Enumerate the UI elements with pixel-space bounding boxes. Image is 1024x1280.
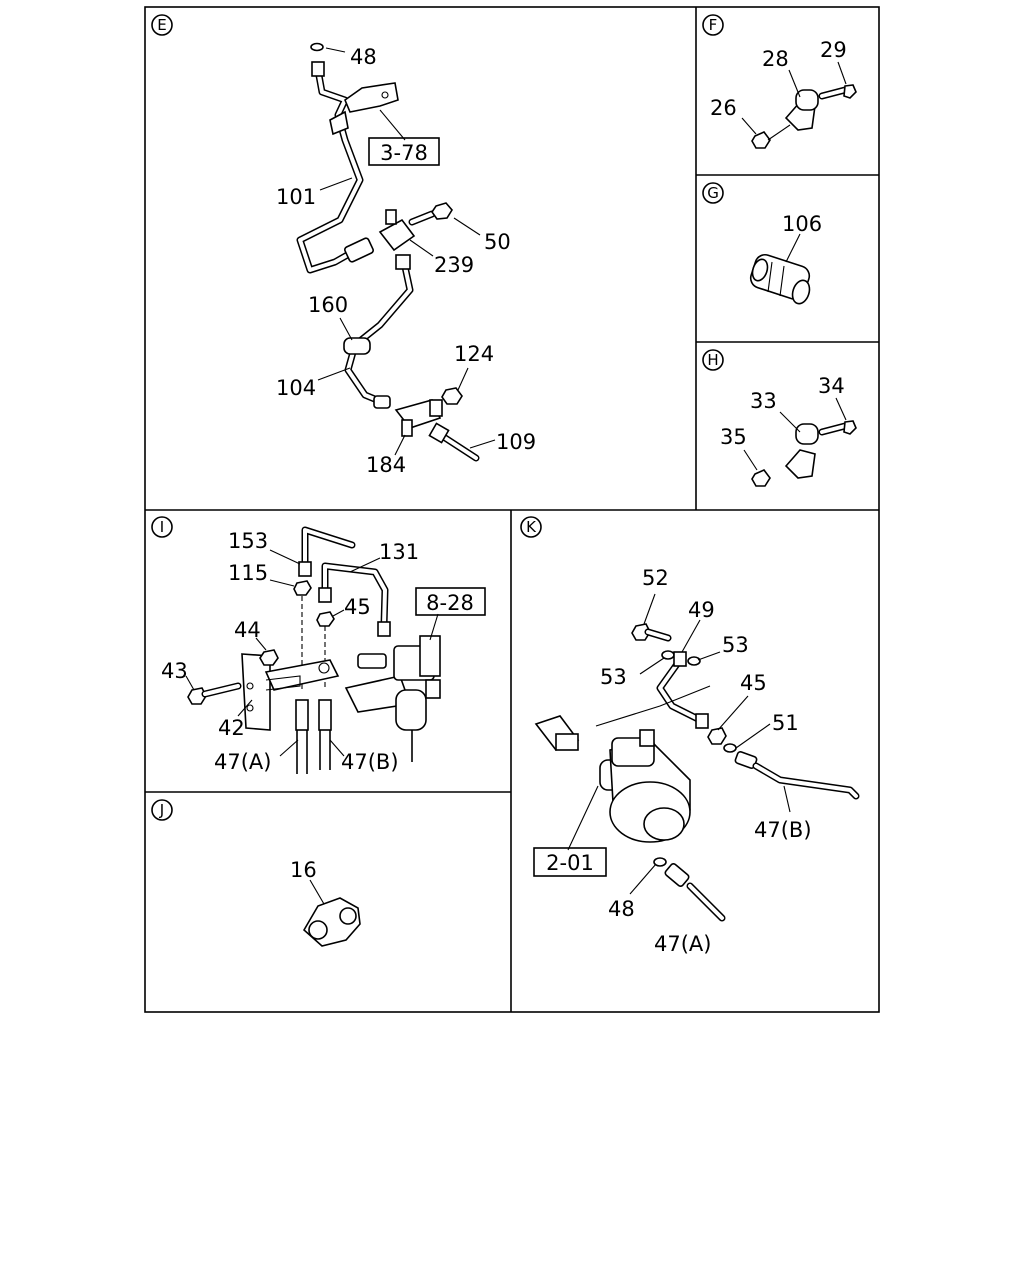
- callout-16: 16: [290, 858, 317, 882]
- callout-104: 104: [276, 376, 316, 400]
- callout-35: 35: [720, 425, 747, 449]
- section-marker-k: K: [520, 516, 542, 538]
- callout-115: 115: [228, 561, 268, 585]
- section-e-drawing: [296, 42, 496, 462]
- section-j-labels: 16: [290, 858, 317, 882]
- svg-text:J: J: [159, 801, 164, 819]
- section-marker-h: H: [702, 349, 724, 371]
- callout-101: 101: [276, 185, 316, 209]
- svg-text:E: E: [157, 16, 166, 34]
- section-k-drawing: [534, 593, 860, 922]
- svg-text:H: H: [707, 351, 718, 369]
- callout-44: 44: [234, 618, 261, 642]
- section-i-labels: 153 131 115 45 8-28 44 43 42 47(A) 47(B): [161, 529, 486, 774]
- callout-124: 124: [454, 342, 494, 366]
- section-h-labels: 33 34 35: [720, 374, 845, 449]
- callout-42: 42: [218, 716, 245, 740]
- section-e-labels: 48 3-78 101 50 239 160 104 124 184 109: [276, 45, 536, 477]
- diagram-frame: [144, 6, 880, 1013]
- callout-184: 184: [366, 453, 406, 477]
- callout-51: 51: [772, 711, 799, 735]
- callout-160: 160: [308, 293, 348, 317]
- callout-28: 28: [762, 47, 789, 71]
- callout-45-k: 45: [740, 671, 767, 695]
- section-k-labels: 52 49 53 53 45 51 47(B) 2-01 48 47(A): [533, 566, 812, 956]
- callout-106: 106: [782, 212, 822, 236]
- callout-43: 43: [161, 659, 188, 683]
- section-g-labels: 106: [782, 212, 822, 236]
- section-marker-f: F: [702, 14, 724, 36]
- section-marker-g: G: [702, 182, 724, 204]
- callout-153: 153: [228, 529, 268, 553]
- callout-45: 45: [344, 595, 371, 619]
- section-g-drawing: [749, 233, 811, 305]
- callout-239: 239: [434, 253, 474, 277]
- callout-8-28: 8-28: [426, 591, 474, 615]
- svg-text:F: F: [709, 16, 718, 34]
- svg-text:I: I: [160, 518, 164, 536]
- section-f-labels: 28 29 26: [710, 38, 847, 120]
- callout-48-k: 48: [608, 897, 635, 921]
- svg-text:K: K: [526, 518, 537, 536]
- callout-47b: 47(B): [341, 750, 399, 774]
- callout-53-left: 53: [600, 665, 627, 689]
- callout-52: 52: [642, 566, 669, 590]
- callout-2-01: 2-01: [546, 851, 594, 875]
- section-i-drawing: [185, 526, 441, 774]
- ref-box-3-78: [368, 137, 440, 166]
- callout-109: 109: [496, 430, 536, 454]
- section-marker-i: I: [151, 516, 173, 538]
- callout-29: 29: [820, 38, 847, 62]
- callout-53-right: 53: [722, 633, 749, 657]
- section-f-drawing: [741, 61, 857, 149]
- callout-131: 131: [379, 540, 419, 564]
- callout-49: 49: [688, 598, 715, 622]
- callout-34: 34: [818, 374, 845, 398]
- ref-box-2-01: [533, 847, 607, 877]
- callout-47a: 47(A): [214, 750, 271, 774]
- ref-box-8-28: [415, 587, 486, 616]
- callout-50: 50: [484, 230, 511, 254]
- callout-33: 33: [750, 389, 777, 413]
- callout-48: 48: [350, 45, 377, 69]
- callout-3-78: 3-78: [380, 141, 428, 165]
- callout-26: 26: [710, 96, 737, 120]
- callout-47b-k: 47(B): [754, 818, 812, 842]
- section-marker-j: J: [151, 799, 173, 821]
- section-j-drawing: [302, 879, 361, 947]
- svg-text:G: G: [707, 184, 719, 202]
- section-h-drawing: [743, 397, 857, 487]
- section-marker-e: E: [151, 14, 173, 36]
- callout-47a-k: 47(A): [654, 932, 711, 956]
